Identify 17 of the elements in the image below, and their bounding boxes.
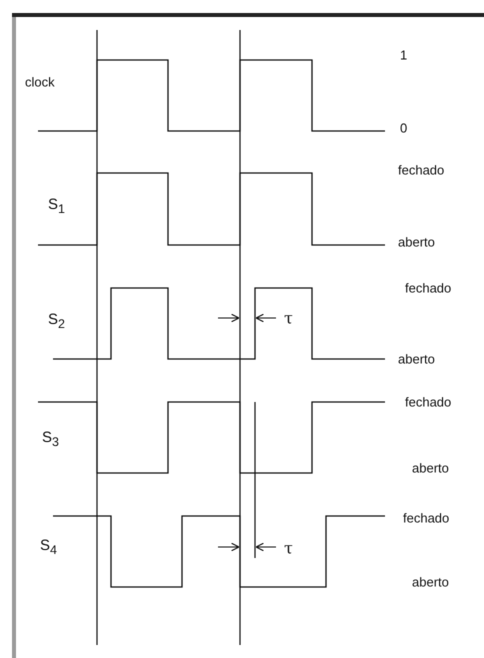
signal-name: S$_{2}$ [48, 312, 65, 332]
signal-name: S$_{4}$ [40, 538, 57, 558]
signal-name: clock [25, 74, 55, 90]
state-label: aberto [398, 234, 435, 250]
level-label: 1 [400, 48, 408, 62]
state-label: aberto [412, 574, 449, 590]
delay-symbol: τ [284, 310, 293, 326]
state-label: fechado [403, 510, 450, 526]
level-label: 0 [400, 120, 408, 136]
signal-name: S$_{1}$ [48, 197, 65, 217]
signal-name: S$_{3}$ [42, 430, 59, 450]
state-label: aberto [398, 352, 435, 366]
delay-symbol: τ [284, 540, 293, 556]
state-label: aberto [412, 460, 449, 476]
state-label: fechado [405, 394, 452, 410]
state-label: fechado [398, 162, 444, 178]
state-label: fechado [405, 280, 452, 296]
